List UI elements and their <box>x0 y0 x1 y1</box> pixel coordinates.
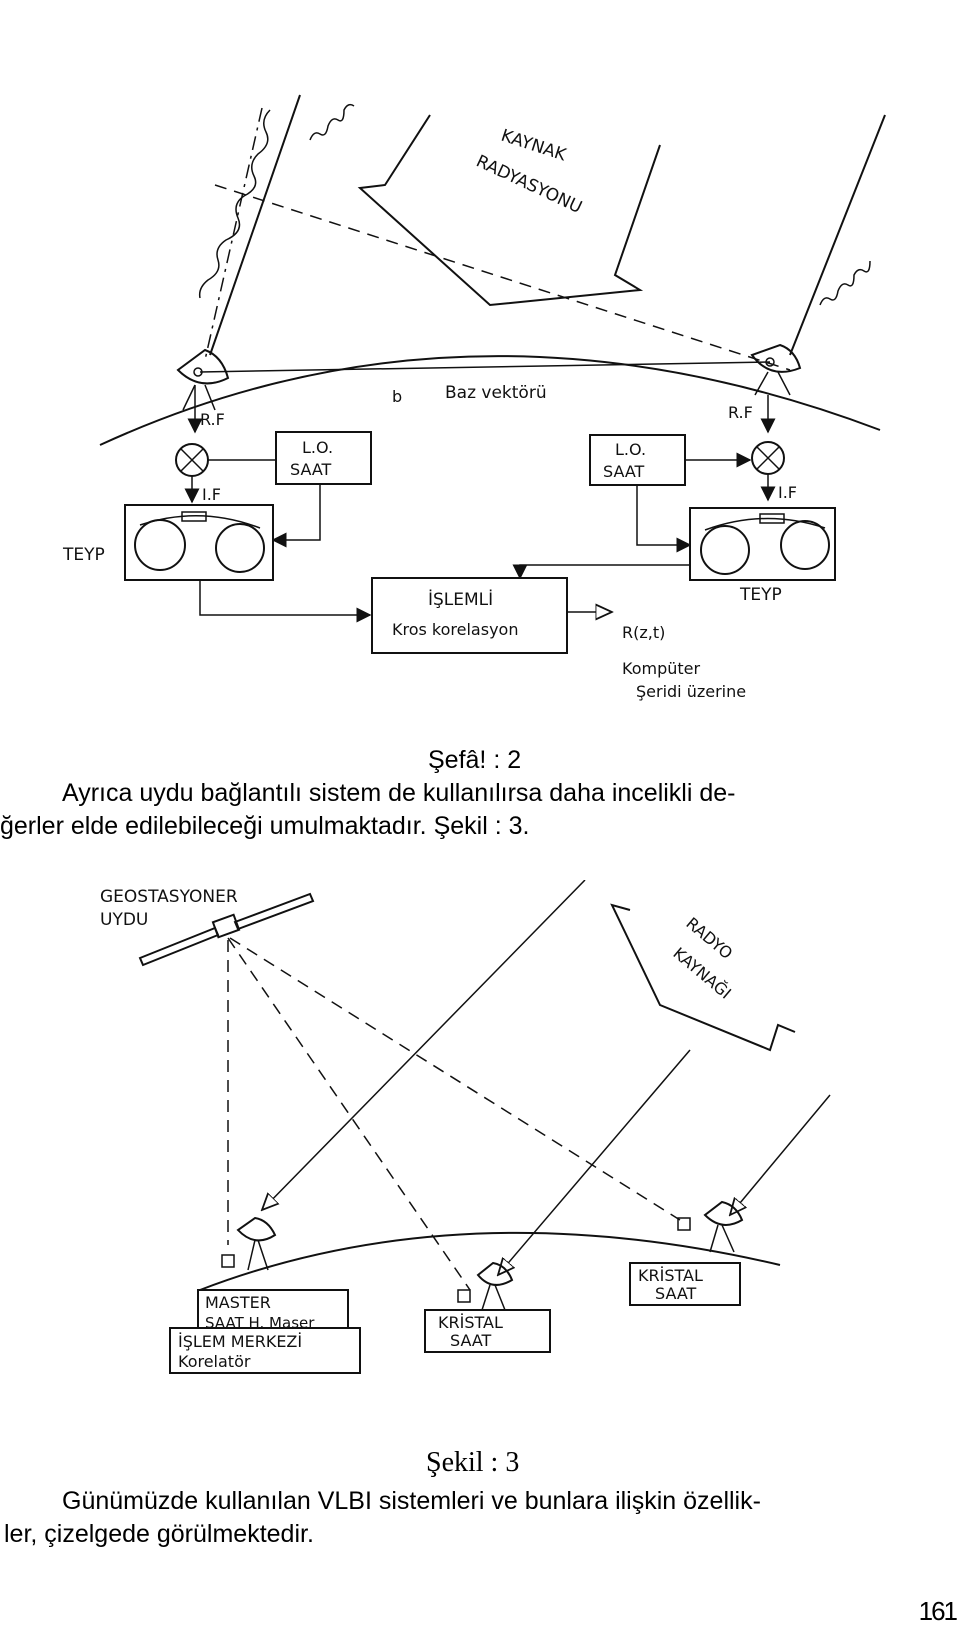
earth-horizon <box>199 1231 781 1291</box>
processing-center-line1: İŞLEM MERKEZİ <box>178 1332 302 1351</box>
ray-left-dashed <box>204 107 263 361</box>
satellite-label-line2: UYDU <box>100 910 148 930</box>
link-mid <box>227 937 471 1291</box>
antenna-left-icon <box>176 348 230 411</box>
vlbi-diagram-svg: KAYNAK RADYASYONU b Baz vektörü R.F I.F … <box>62 94 886 701</box>
crystal-clock-right-box <box>629 1262 741 1306</box>
satellite-label-line1: GEOSTASYONER <box>100 887 238 907</box>
master-clock-line1: MASTER <box>205 1293 271 1312</box>
wavefront-dashed <box>214 184 791 371</box>
mixer-left-icon <box>175 443 209 477</box>
crystal-clock-right-line1: KRİSTAL <box>638 1266 703 1285</box>
source-label-line2: RADYASYONU <box>473 151 585 217</box>
correlator-line1: İŞLEMLİ <box>428 589 493 610</box>
crystal-clock-mid-box <box>424 1309 551 1353</box>
computer-line1: Kompüter <box>622 659 700 678</box>
lo-clock-right-line1: L.O. <box>615 440 646 459</box>
satellite-vlbi-diagram-svg: GEOSTASYONER UYDU RADYO KAYNAĞI MASTER S… <box>100 879 831 1374</box>
ray-left <box>209 94 301 356</box>
lo-clock-left-line2: SAAT <box>290 460 332 479</box>
crystal-clock-mid-line2: SAAT <box>450 1331 492 1350</box>
paragraph2-line2: ler, çizelgede görülmektedir. <box>4 1520 314 1548</box>
radio-source-arrow <box>357 114 661 307</box>
paragraph2-line1: Günümüzde kullanılan VLBI sistemleri ve … <box>62 1487 761 1515</box>
processing-center-box <box>169 1327 361 1374</box>
figure2-caption: Şefâ! : 2 <box>428 746 522 774</box>
correlator-box <box>371 577 568 654</box>
lo-clock-right-line2: SAAT <box>603 462 645 481</box>
tape-recorder-right-box <box>689 507 836 581</box>
satellite-icon <box>138 892 315 967</box>
ray-right <box>789 114 886 356</box>
rf-right-label: R.F <box>728 403 753 422</box>
baseline-vector <box>199 361 771 373</box>
paragraph1-line2: ğerler elde edilebileceği umulmaktadır. … <box>0 812 530 840</box>
radio-source-arrow <box>610 903 796 1052</box>
lo-clock-left-box <box>275 431 372 485</box>
page-number: 161 <box>918 1596 958 1626</box>
signal-wave-left <box>198 109 271 299</box>
tape-left-label: TEYP <box>62 545 105 565</box>
lo-clock-left-line1: L.O. <box>302 438 333 457</box>
processing-center-line2: Korelatör <box>178 1352 251 1371</box>
mixer-right-icon <box>751 441 785 475</box>
computer-line2: Şeridi üzerine <box>636 682 746 701</box>
link-right <box>229 937 681 1221</box>
correlator-line2: Kros korelasyon <box>392 620 518 639</box>
signal-wave-left-top <box>309 103 355 141</box>
tape-recorder-left-box <box>124 504 274 581</box>
output-label: R(z,t) <box>622 623 665 642</box>
tape-reel-right-icon <box>700 513 830 575</box>
figure3-caption: Şekil : 3 <box>426 1447 520 1478</box>
vlbi-diagram: KAYNAK RADYASYONU b Baz vektörü R.F I.F … <box>0 0 960 730</box>
source-label-line1: KAYNAK <box>498 126 569 166</box>
tape-reel-left-icon <box>134 511 265 573</box>
if-left-label: I.F <box>202 485 221 504</box>
earth-horizon <box>99 355 881 446</box>
crystal-clock-right-line2: SAAT <box>655 1284 697 1303</box>
signal-wave-right <box>819 260 871 306</box>
antenna-mid-icon <box>457 1261 514 1311</box>
tape-right-label: TEYP <box>739 585 782 605</box>
baseline-symbol: b <box>392 387 402 406</box>
antenna-right-icon <box>677 1200 744 1253</box>
satellite-vlbi-diagram: GEOSTASYONER UYDU RADYO KAYNAĞI MASTER S… <box>0 879 960 1430</box>
if-right-label: I.F <box>778 483 797 502</box>
paragraph1-line1: Ayrıca uydu bağlantılı sistem de kullanı… <box>62 779 736 807</box>
antenna-master-icon <box>221 1216 277 1271</box>
antenna-right-icon <box>750 343 802 396</box>
crystal-clock-mid-line1: KRİSTAL <box>438 1313 503 1332</box>
rf-left-label: R.F <box>200 410 225 429</box>
baseline-label: Baz vektörü <box>445 383 547 403</box>
